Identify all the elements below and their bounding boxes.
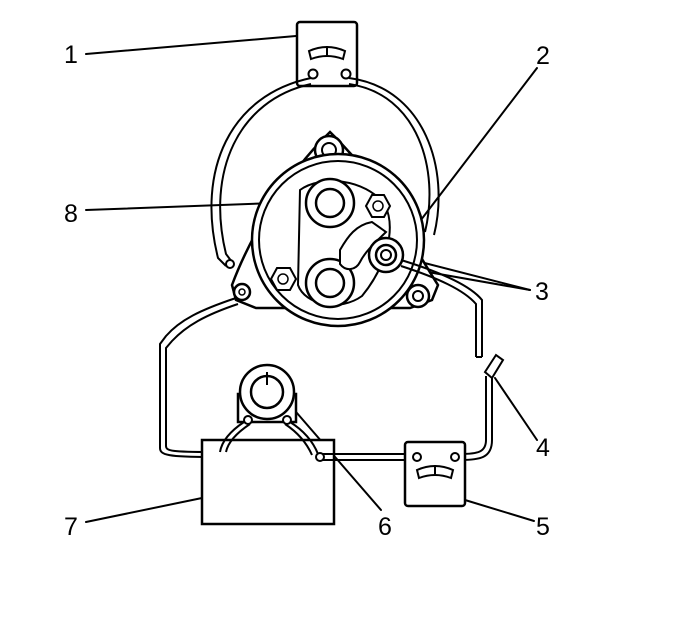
callout-3: 3	[535, 278, 549, 306]
callout-7: 7	[64, 513, 78, 541]
callout-4: 4	[536, 434, 550, 462]
callout-5: 5	[536, 513, 550, 541]
leader-5	[464, 499, 535, 522]
leader-1	[85, 35, 297, 55]
relay	[219, 363, 319, 456]
ground-wire	[159, 297, 239, 460]
callout-8: 8	[64, 200, 78, 228]
top-meter-loop-wire	[210, 77, 440, 269]
callout-6: 6	[378, 513, 392, 541]
callout-1: 1	[64, 41, 78, 69]
leader-4	[494, 377, 538, 441]
callout-numbers: 1 2 3 4 5 6 7 8	[64, 41, 550, 541]
leader-7	[85, 497, 203, 523]
top-meter	[295, 20, 359, 88]
battery	[200, 438, 336, 526]
motor-housing	[230, 130, 440, 328]
leader-6	[289, 404, 382, 511]
callout-2: 2	[536, 42, 550, 70]
bottom-meter	[403, 440, 467, 508]
battery-meter-wire	[315, 452, 412, 462]
